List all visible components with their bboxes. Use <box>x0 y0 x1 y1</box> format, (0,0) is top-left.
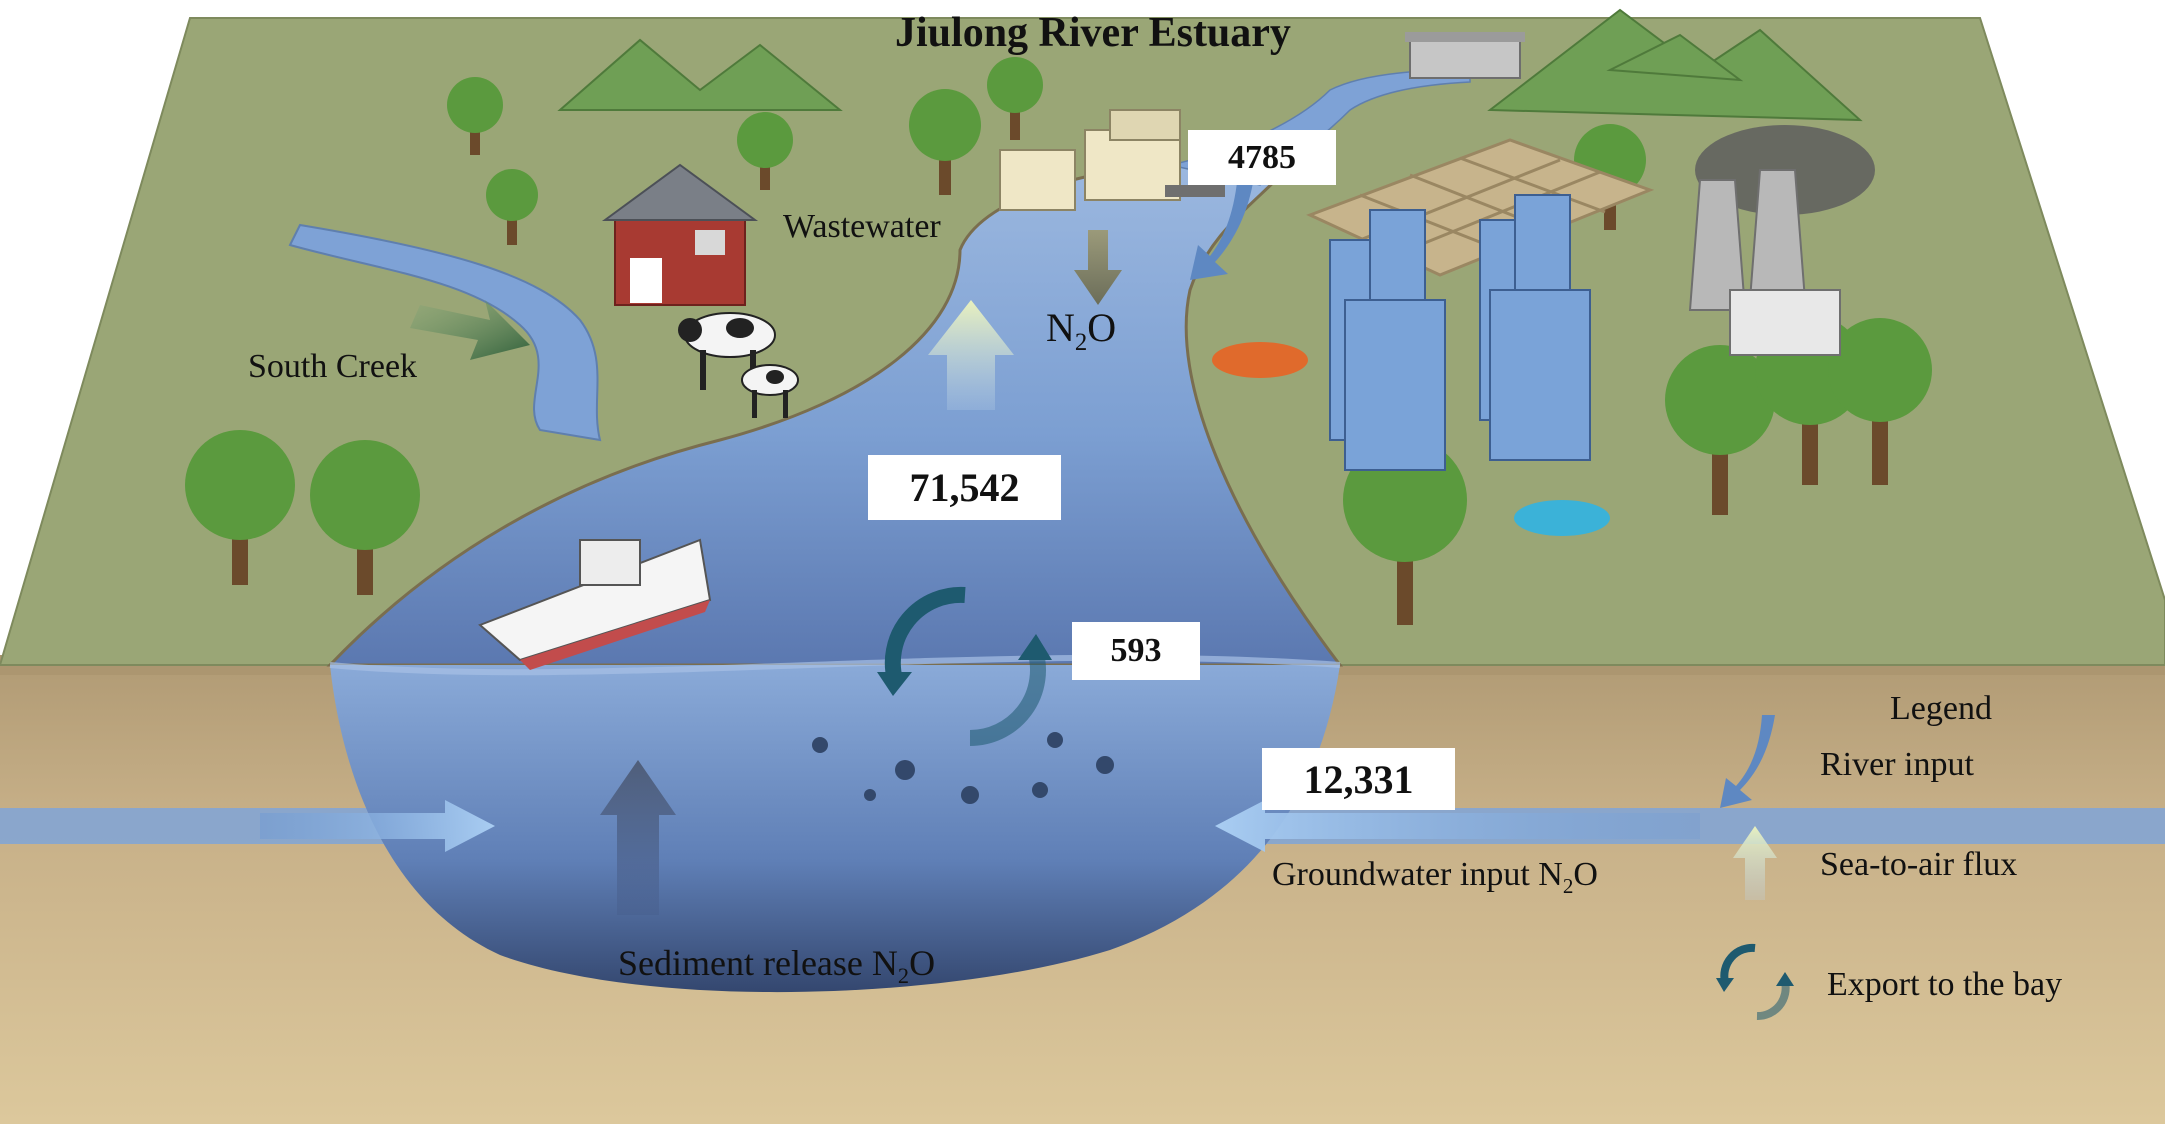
power-plant <box>1688 125 1875 356</box>
diagram-title: Jiulong River Estuary <box>895 10 1291 56</box>
sea-to-air-arrow <box>928 300 1014 410</box>
n2o-label-subscript: 2 <box>1074 329 1088 357</box>
wastewater-arrow <box>1074 230 1122 305</box>
n2o-label-suffix: O <box>1087 305 1117 350</box>
mountains <box>557 8 1863 122</box>
wastewater-label: Wastewater <box>783 208 941 245</box>
sea-to-air-value: 71,542 <box>868 455 1061 520</box>
river-input-arrow-icon <box>1720 715 1775 808</box>
south-creek-arrow <box>410 300 530 360</box>
export-cycle-legend-icon <box>1716 943 1794 1021</box>
legend-item-sea-to-air: Sea-to-air flux <box>1820 846 2018 883</box>
city-buildings <box>1329 194 1591 471</box>
estuary-basin <box>330 665 1340 993</box>
sea-to-air-arrow-icon <box>1733 826 1777 900</box>
cars <box>1212 342 1610 536</box>
south-creek-channel <box>288 223 602 442</box>
south-creek-label: South Creek <box>248 348 418 385</box>
legend-title: Legend <box>1890 690 1992 727</box>
barn <box>601 163 759 306</box>
sediment-label-prefix: Sediment release N <box>618 943 898 983</box>
groundwater-label-prefix: Groundwater input N <box>1272 856 1563 893</box>
sediment-label-subscript: 2 <box>897 963 910 989</box>
groundwater-right-arrow <box>260 800 495 852</box>
river-input-arrow <box>1190 170 1255 280</box>
export-cycle-icon <box>877 586 1052 746</box>
sediment-label-suffix: O <box>909 943 936 983</box>
wastewater-plant <box>999 109 1225 211</box>
boat <box>478 538 712 670</box>
groundwater-input-label: Groundwater input N2O <box>1272 856 1598 897</box>
bridge <box>1405 32 1525 79</box>
sediment-release-arrow <box>600 760 676 915</box>
legend-item-river-input: River input <box>1820 746 1974 783</box>
groundwater-input-value: 12,331 <box>1262 748 1455 810</box>
sediment-release-label: Sediment release N2O <box>618 943 936 987</box>
cows <box>678 312 799 418</box>
export-to-bay-value: 593 <box>1072 622 1200 680</box>
organisms <box>812 732 1114 804</box>
n2o-label: N2O <box>1046 305 1117 356</box>
wastewater-input-value: 4785 <box>1188 130 1336 185</box>
legend-item-export: Export to the bay <box>1827 966 2063 1003</box>
groundwater-label-suffix: O <box>1573 856 1598 893</box>
n2o-label-prefix: N <box>1046 305 1075 350</box>
groundwater-label-subscript: 2 <box>1562 874 1574 898</box>
groundwater-left-arrow <box>1215 800 1700 852</box>
